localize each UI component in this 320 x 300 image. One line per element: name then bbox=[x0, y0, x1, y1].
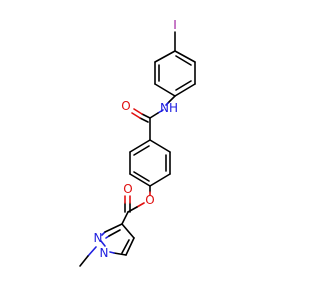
bond bbox=[109, 251, 115, 254]
bond-inner bbox=[175, 80, 192, 91]
bond-n-c bbox=[149, 112, 159, 119]
bond bbox=[108, 229, 121, 237]
bond-inner bbox=[133, 171, 150, 182]
bond bbox=[129, 139, 151, 153]
bond bbox=[154, 50, 176, 63]
bond bbox=[149, 173, 171, 187]
bonds bbox=[79, 31, 196, 267]
atom-labels: I NH O O O N N bbox=[94, 18, 178, 260]
bond bbox=[100, 240, 106, 247]
bond-o-c bbox=[136, 202, 145, 208]
bond bbox=[121, 211, 129, 225]
atom-label-carbonyl-oxygen: O bbox=[121, 99, 130, 113]
bond-inner bbox=[175, 55, 192, 66]
bond-c-o bbox=[139, 117, 149, 123]
bond bbox=[121, 223, 135, 239]
bond-c-n bbox=[167, 95, 176, 104]
bond bbox=[174, 50, 196, 63]
bond-c-o bbox=[133, 108, 143, 115]
bond bbox=[104, 223, 123, 233]
bond bbox=[113, 252, 127, 256]
atom-label-pyrazole-n2: N bbox=[94, 231, 103, 245]
molecule-structure: I NH O O O N N bbox=[79, 18, 196, 267]
bond-c-o bbox=[131, 112, 141, 119]
bond-inner bbox=[133, 145, 150, 156]
bond bbox=[129, 173, 151, 187]
atom-label-ester-carbonyl-oxygen: O bbox=[123, 182, 132, 196]
bond-n-ch3 bbox=[79, 255, 89, 267]
atom-label-nh: NH bbox=[160, 101, 178, 115]
bond bbox=[174, 83, 196, 97]
bond-n-ch3 bbox=[87, 246, 97, 257]
bond-n-c bbox=[157, 109, 164, 114]
atom-label-ester-oxygen: O bbox=[145, 193, 154, 207]
bond-c-o bbox=[141, 113, 151, 119]
bond-c-n bbox=[165, 102, 169, 106]
bond bbox=[121, 239, 130, 254]
bond bbox=[149, 139, 171, 153]
atom-label-pyrazole-n1: N bbox=[100, 246, 109, 260]
bond bbox=[154, 83, 176, 97]
atom-label-iodine: I bbox=[173, 18, 177, 32]
bond bbox=[125, 237, 135, 256]
